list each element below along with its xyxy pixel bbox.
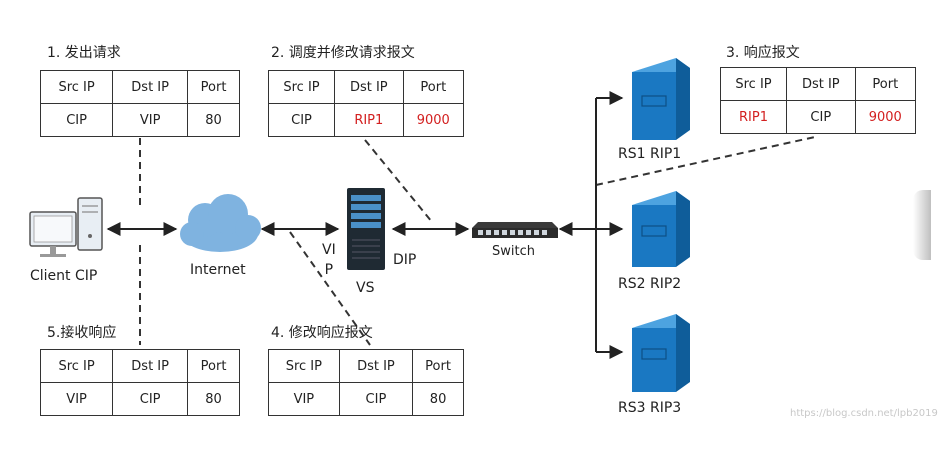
client-label: Client CIP [30,268,98,284]
step3-header-dst: Dst IP [786,67,856,101]
step1-header-dst: Dst IP [112,70,189,104]
step5-header-port: Port [187,349,240,383]
step2-packet-table: Src IP Dst IP Port CIP RIP1 9000 [267,70,465,137]
vs-label: VS [356,280,375,296]
step1-port-value: 80 [187,103,240,137]
step2-src-value: CIP [267,103,336,137]
step2-dst-value: RIP1 [334,103,404,137]
step3-header-port: Port [854,67,917,101]
step5-port-value: 80 [187,382,240,416]
step4-title: 4. 修改响应报文 [271,325,373,341]
step5-dst-value: CIP [112,382,189,416]
internet-cloud-icon [180,194,261,252]
step3-title: 3. 响应报文 [726,45,800,61]
edge-shadow [913,190,931,260]
step3-header-src: Src IP [719,67,788,101]
vs-server-icon [347,188,385,270]
step2-header-dst: Dst IP [334,70,404,104]
step4-packet-table: Src IP Dst IP Port VIP CIP 80 [268,349,464,416]
switch-label: Switch [492,244,535,259]
rs1-server-icon [632,58,690,140]
step2-port-value: 9000 [402,103,465,137]
step2-header-port: Port [402,70,465,104]
step5-header-dst: Dst IP [112,349,189,383]
step3-packet-table: Src IP Dst IP Port RIP1 CIP 9000 [719,67,917,134]
step4-src-value: VIP [268,382,340,416]
internet-label: Internet [190,262,246,278]
step5-header-src: Src IP [39,349,114,383]
step1-src-value: CIP [39,103,114,137]
step4-port-value: 80 [412,382,464,416]
dip-label: DIP [393,252,417,268]
step4-header-port: Port [412,349,464,383]
step5-packet-table: Src IP Dst IP Port VIP CIP 80 [39,349,240,416]
step4-header-dst: Dst IP [338,349,414,383]
step1-header-port: Port [187,70,240,104]
switch-icon [472,222,558,238]
step1-header-src: Src IP [39,70,114,104]
step3-port-value: 9000 [854,100,917,134]
step3-dst-value: CIP [786,100,856,134]
step3-src-value: RIP1 [719,100,788,134]
step2-title: 2. 调度并修改请求报文 [271,45,415,61]
step4-dst-value: CIP [338,382,414,416]
rs2-server-icon [632,191,690,267]
step4-header-src: Src IP [268,349,340,383]
step1-title: 1. 发出请求 [47,45,121,61]
step1-dst-value: VIP [112,103,189,137]
client-computer-icon [29,197,103,257]
step2-header-src: Src IP [267,70,336,104]
rs1-label: RS1 RIP1 [618,146,682,162]
step5-src-value: VIP [39,382,114,416]
rs3-server-icon [632,314,690,392]
watermark: https://blog.csdn.net/lpb2019 [790,408,938,419]
rs2-label: RS2 RIP2 [618,276,682,292]
vip-label: VI P [322,242,336,278]
dashed-leader-step3 [595,136,816,186]
rs3-label: RS3 RIP3 [618,400,682,416]
step1-packet-table: Src IP Dst IP Port CIP VIP 80 [39,70,240,137]
step5-title: 5.接收响应 [47,325,117,341]
dashed-leader-step2 [364,139,433,223]
